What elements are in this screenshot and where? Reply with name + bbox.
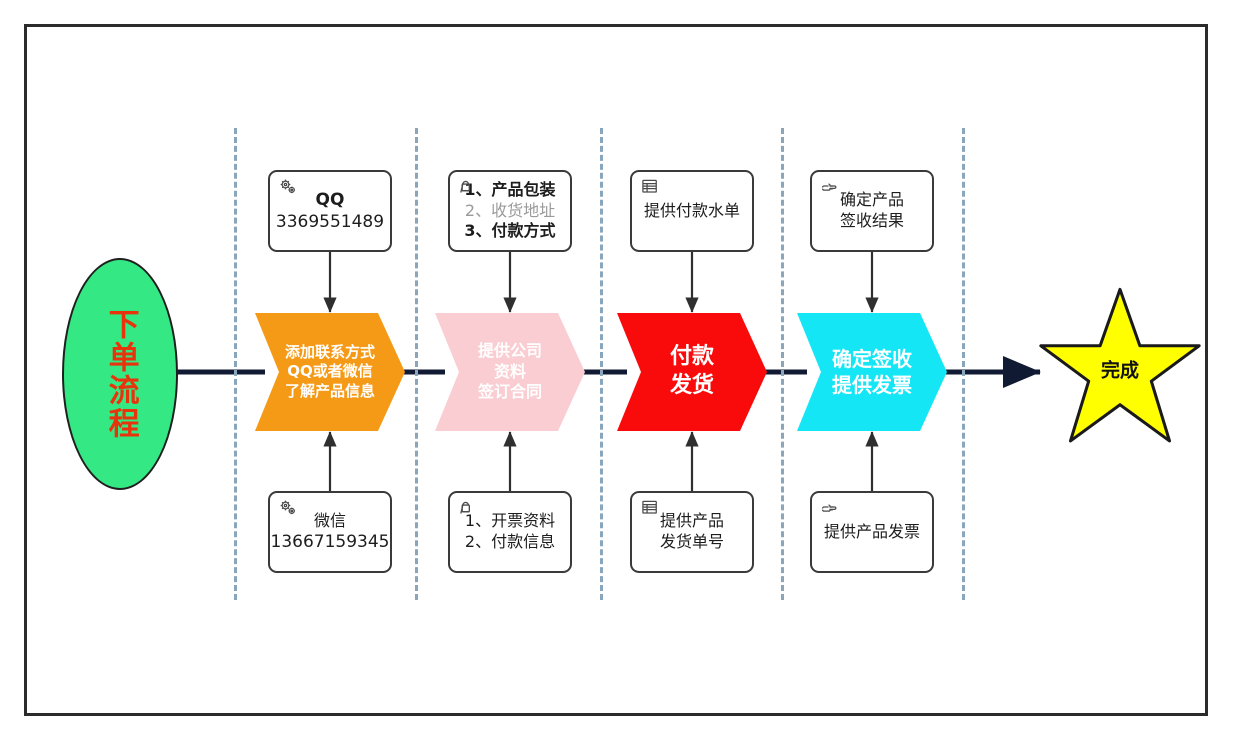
process-label-line: 确定签收: [832, 347, 912, 371]
start-node-label: 下单流程: [102, 308, 139, 440]
person-bag-icon: [457, 498, 479, 518]
note-line: 提供付款水单: [643, 200, 740, 220]
gears-icon: [277, 177, 299, 197]
note-text: 提供产品发货单号: [660, 511, 724, 553]
process-label-line: 提供发票: [832, 373, 912, 397]
pointing-hand-icon: [819, 177, 841, 197]
end-node[interactable]: 完成: [1035, 286, 1205, 446]
person-bag-icon: [457, 177, 479, 197]
column-divider-2: [415, 128, 418, 600]
note-text: 提供产品发票: [824, 522, 920, 543]
column-divider-1: [234, 128, 237, 600]
note-line: 提供产品发票: [823, 521, 920, 541]
note-text: 确定产品签收结果: [840, 190, 904, 232]
note-line: 3369551489: [275, 212, 385, 232]
note-line: 3、付款方式: [464, 221, 556, 241]
start-node[interactable]: 下单流程: [62, 258, 178, 490]
note-line: 2、收货地址: [464, 200, 556, 220]
process-label-line: QQ或者微信: [287, 362, 373, 381]
end-node-label: 完成: [1100, 359, 1139, 382]
note-line: 提供产品: [659, 511, 724, 531]
bottom-note-stage-4[interactable]: 提供产品发票: [810, 491, 934, 573]
column-divider-5: [962, 128, 965, 600]
process-label-line: 提供公司: [477, 340, 542, 360]
process-label-line: 了解产品信息: [284, 381, 375, 400]
note-line: 1、开票资料: [464, 511, 556, 531]
process-label-line: 资料: [493, 361, 526, 381]
note-line: 13667159345: [270, 532, 390, 553]
list-document-icon: [639, 177, 661, 197]
note-line: 确定产品: [839, 190, 904, 210]
star-icon: [1039, 287, 1201, 443]
process-stage-2[interactable]: 提供公司资料签订合同: [435, 313, 585, 431]
pointing-hand-icon: [819, 498, 841, 518]
process-label-line: 签订合同: [477, 382, 542, 402]
process-label-line: 发货: [669, 373, 714, 398]
bottom-note-stage-3[interactable]: 提供产品发货单号: [630, 491, 754, 573]
note-line: 微信: [313, 510, 346, 530]
top-note-stage-4[interactable]: 确定产品签收结果: [810, 170, 934, 252]
top-note-stage-3[interactable]: 提供付款水单: [630, 170, 754, 252]
process-label-line: 付款: [669, 344, 714, 370]
note-text: 提供付款水单: [644, 201, 740, 222]
note-line: 签收结果: [839, 211, 904, 230]
gears-icon: [277, 498, 299, 518]
note-line: 发货单号: [659, 532, 724, 551]
list-document-icon: [639, 498, 661, 518]
note-line: 1、产品包装: [464, 179, 556, 199]
note-line: QQ: [315, 189, 345, 210]
process-label-line: 添加联系方式: [284, 342, 375, 361]
process-stage-3[interactable]: 付款发货: [617, 313, 767, 431]
column-divider-4: [781, 128, 784, 600]
process-stage-4[interactable]: 确定签收提供发票: [797, 313, 947, 431]
diagram-frame: [24, 24, 1208, 716]
note-line: 2、付款信息: [464, 532, 556, 551]
column-divider-3: [600, 128, 603, 600]
